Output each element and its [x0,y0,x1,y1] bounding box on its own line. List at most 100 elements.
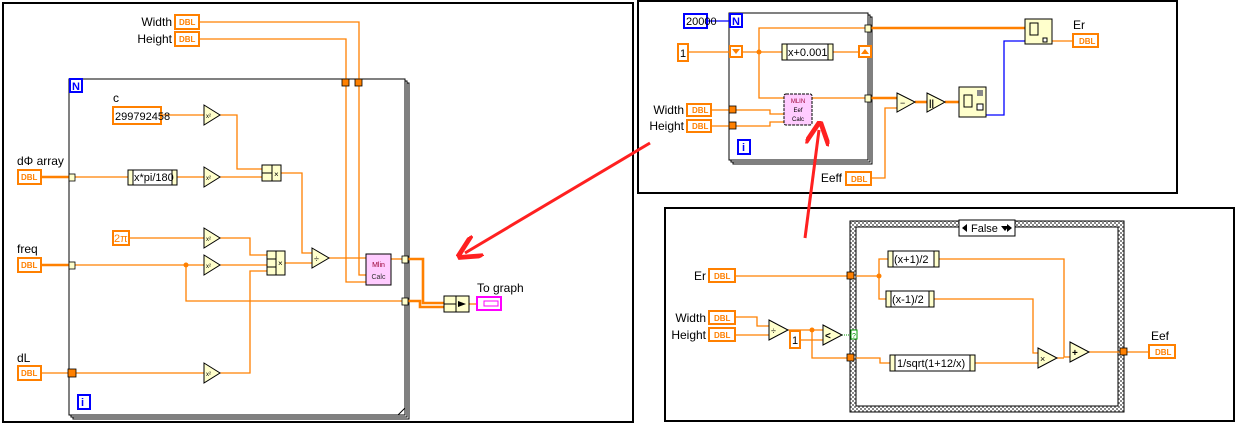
square-node: x² [203,362,221,384]
subtract-node[interactable]: − [896,92,917,113]
freq-control[interactable]: DBL [17,257,42,273]
height-label: Height [649,119,684,133]
loop-count-terminal[interactable]: N [729,13,743,28]
height-control[interactable]: DBL [686,119,712,133]
loop-count-terminal[interactable]: N [69,78,83,93]
expression-node-x-plus-1-half[interactable]: (x+1)/2 [887,250,940,268]
er-indicator[interactable]: DBL [1072,33,1099,48]
two-pi-constant[interactable]: 2π [112,230,130,246]
case-selector-terminal[interactable]: ? [850,329,858,340]
autoindex-tunnel[interactable] [68,261,76,270]
svg-text:x²: x² [206,264,211,270]
svg-text:÷: ÷ [314,254,319,264]
tunnel[interactable] [354,78,363,87]
count-constant[interactable]: 20000 [683,13,717,29]
expression-node-x-minus-1-half[interactable]: (x-1)/2 [885,290,935,308]
bundle-node[interactable] [443,295,470,313]
height-control[interactable]: DBL [708,327,736,342]
shift-register-right[interactable] [858,45,872,58]
svg-text:DBL: DBL [179,18,196,27]
dphi-array-label: dΦ array [17,154,64,168]
loop-index-terminal: i [737,139,751,155]
width-control[interactable]: DBL [708,310,736,325]
c-constant[interactable]: 299792458 [112,106,170,125]
tunnel[interactable] [846,271,855,280]
wire-junction [183,262,189,268]
height-label: Height [671,328,706,342]
divide-node[interactable]: ÷ [768,319,790,341]
svg-text:DBL: DBL [179,35,196,44]
svg-text:2π: 2π [114,233,128,245]
output-tunnel[interactable] [864,24,872,33]
svg-text:?: ? [852,333,856,340]
loop-resize-corner[interactable] [397,407,406,416]
expression-node-inverse-sqrt[interactable]: 1/sqrt(1+12/x) [889,354,976,372]
eeff-control[interactable]: DBL [845,171,872,186]
width-control[interactable]: DBL [174,14,200,30]
expression-node-deg-to-rad[interactable]: x*pi/180 [127,169,178,186]
height-control[interactable]: DBL [174,31,200,47]
eeff-label: Eeff [821,171,843,185]
svg-text:DBL: DBL [714,331,731,340]
for-loop[interactable] [728,12,869,161]
svg-text:Mlin: Mlin [372,262,385,269]
init-constant[interactable]: 1 [677,43,689,62]
to-graph-indicator[interactable] [476,296,502,311]
square-node: x² [203,166,221,188]
svg-text:Eef: Eef [793,108,802,114]
autoindex-tunnel[interactable] [68,173,76,182]
svg-text:i: i [742,142,745,154]
tunnel[interactable] [728,105,737,114]
svg-text:DBL: DBL [21,173,38,182]
tunnel[interactable] [341,78,350,87]
width-control[interactable]: DBL [686,103,712,117]
svg-text:DBL: DBL [21,369,38,378]
wire-junction [876,273,882,279]
add-node[interactable]: + [1069,341,1091,363]
output-tunnel[interactable] [401,297,409,306]
svg-text:N: N [732,16,740,28]
er-label: Er [1073,18,1085,32]
dphi-array-control[interactable]: DBL [17,169,42,185]
expression-node-increment[interactable]: x+0.001 [781,43,834,61]
svg-text:DBL: DBL [1079,37,1096,46]
one-constant[interactable]: 1 [789,330,801,349]
tunnel[interactable] [846,353,855,362]
absolute-value-node[interactable]: || [926,92,947,113]
case-selector[interactable]: False [958,219,1016,237]
square-node: x² [203,227,221,249]
svg-text:x*pi/180: x*pi/180 [134,172,174,184]
er-control[interactable]: DBL [708,268,736,283]
er-label: Er [694,269,706,283]
svg-text:N: N [72,81,80,93]
svg-text:DBL: DBL [692,106,709,115]
tunnel[interactable] [67,368,77,378]
output-tunnel[interactable] [401,255,409,264]
c-label: c [113,91,119,105]
dl-control[interactable]: DBL [17,365,42,381]
output-tunnel[interactable] [864,94,872,103]
svg-text:÷: ÷ [771,326,776,336]
height-label: Height [137,32,172,46]
divide-node[interactable]: ÷ [311,247,330,269]
tunnel[interactable] [728,121,737,130]
svg-text:x²: x² [206,176,211,182]
svg-text:x²: x² [206,237,211,243]
dl-label: dL [17,351,31,365]
index-array-node[interactable] [1024,18,1053,45]
compound-multiply-node[interactable]: × [266,250,286,276]
multiply-node[interactable]: × [1037,347,1059,369]
svg-text:DBL: DBL [21,261,38,270]
array-min-max-node[interactable] [958,86,987,118]
eef-indicator[interactable]: DBL [1148,344,1176,359]
svg-text:(x-1)/2: (x-1)/2 [892,294,924,306]
svg-text:299792458: 299792458 [115,111,170,123]
less-than-node[interactable]: < [822,324,844,346]
shift-register-left[interactable] [729,45,743,58]
output-tunnel[interactable] [1119,347,1128,356]
svg-text:x+0.001: x+0.001 [788,47,827,59]
compound-multiply-node[interactable]: × [261,164,282,182]
